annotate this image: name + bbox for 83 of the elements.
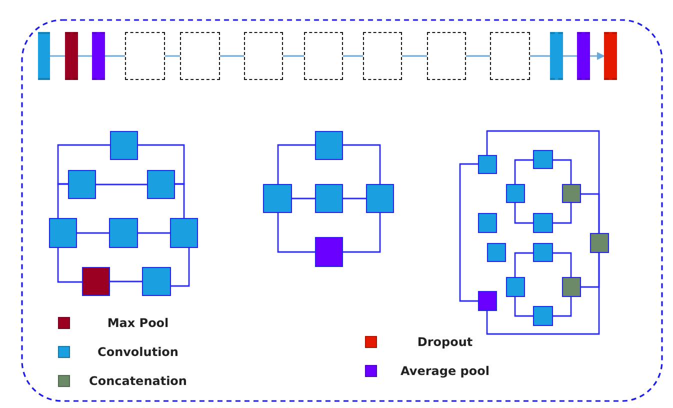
- layer-block: [147, 170, 175, 199]
- layer-block: [478, 291, 497, 311]
- layer-block: [533, 213, 553, 233]
- connector-line: [459, 163, 478, 302]
- connector-line: [277, 213, 315, 253]
- layer-block: [506, 184, 525, 203]
- layer-block: [562, 184, 581, 203]
- legend-label: Max Pool: [106, 316, 170, 330]
- layer-block: [170, 218, 198, 248]
- connector-line: [553, 252, 572, 277]
- connector-line: [530, 55, 550, 57]
- layer-block: [110, 131, 138, 160]
- connector-line: [514, 297, 533, 317]
- arrow: [590, 52, 605, 60]
- connector-line: [343, 144, 381, 184]
- connector-line: [514, 252, 533, 277]
- connector-line: [466, 55, 490, 57]
- connector-line: [343, 213, 381, 253]
- layer-block: [533, 150, 553, 169]
- connector-line: [553, 203, 572, 224]
- connector-line: [402, 55, 427, 57]
- layer-bar: [65, 32, 78, 80]
- connector-line: [283, 55, 304, 57]
- dashed-placeholder-box: [427, 32, 466, 80]
- layer-block: [590, 233, 609, 253]
- layer-block: [315, 184, 343, 213]
- layer-block: [263, 184, 292, 213]
- connector-line: [57, 248, 82, 283]
- layer-block: [533, 243, 553, 262]
- connector-line: [553, 159, 572, 184]
- connector-line: [138, 232, 170, 234]
- layer-block: [68, 170, 96, 199]
- connector-line: [57, 144, 110, 185]
- layer-block: [109, 218, 138, 248]
- layer-block: [478, 155, 497, 174]
- layer-bar: [604, 32, 617, 80]
- connector-line: [581, 193, 600, 233]
- layer-bar: [550, 32, 563, 80]
- connector-line: [343, 55, 363, 57]
- layer-bar: [92, 32, 105, 80]
- connector-line: [105, 55, 125, 57]
- connector-line: [514, 159, 533, 184]
- layer-block: [315, 237, 343, 267]
- connector-line: [50, 55, 65, 57]
- dashed-placeholder-box: [363, 32, 402, 80]
- dashed-placeholder-box: [244, 32, 283, 80]
- connector-line: [292, 198, 315, 200]
- layer-block: [82, 267, 110, 296]
- layer-block: [533, 306, 553, 326]
- layer-block: [142, 267, 171, 296]
- dashed-placeholder-box: [490, 32, 530, 80]
- connector-line: [175, 183, 185, 218]
- layer-bar: [577, 32, 590, 80]
- connector-line: [343, 198, 366, 200]
- layer-block: [315, 131, 343, 160]
- connector-line: [165, 55, 180, 57]
- layer-block: [506, 277, 525, 297]
- layer-block: [562, 277, 581, 297]
- layer-block: [366, 184, 394, 213]
- legend-label: Concatenation: [88, 374, 188, 388]
- legend-label: Convolution: [96, 345, 180, 359]
- legend-label: Average pool: [400, 364, 490, 378]
- dashed-placeholder-box: [304, 32, 343, 80]
- connector-line: [78, 55, 92, 57]
- connector-line: [553, 297, 572, 317]
- connector-line: [514, 203, 533, 224]
- layer-block: [478, 213, 497, 233]
- legend-label: Dropout: [416, 335, 474, 349]
- connector-line: [96, 184, 147, 186]
- connector-line: [581, 253, 600, 288]
- connector-line: [171, 248, 190, 287]
- connector-line: [277, 144, 315, 184]
- layer-block: [487, 243, 506, 262]
- connector-line: [563, 55, 577, 57]
- dashed-placeholder-box: [125, 32, 165, 80]
- layer-bar: [38, 32, 50, 80]
- connector-line: [110, 280, 142, 282]
- layer-block: [49, 218, 77, 248]
- connector-line: [57, 183, 68, 218]
- connector-line: [138, 144, 185, 185]
- connector-line: [220, 55, 244, 57]
- connector-line: [77, 232, 109, 234]
- dashed-placeholder-box: [180, 32, 220, 80]
